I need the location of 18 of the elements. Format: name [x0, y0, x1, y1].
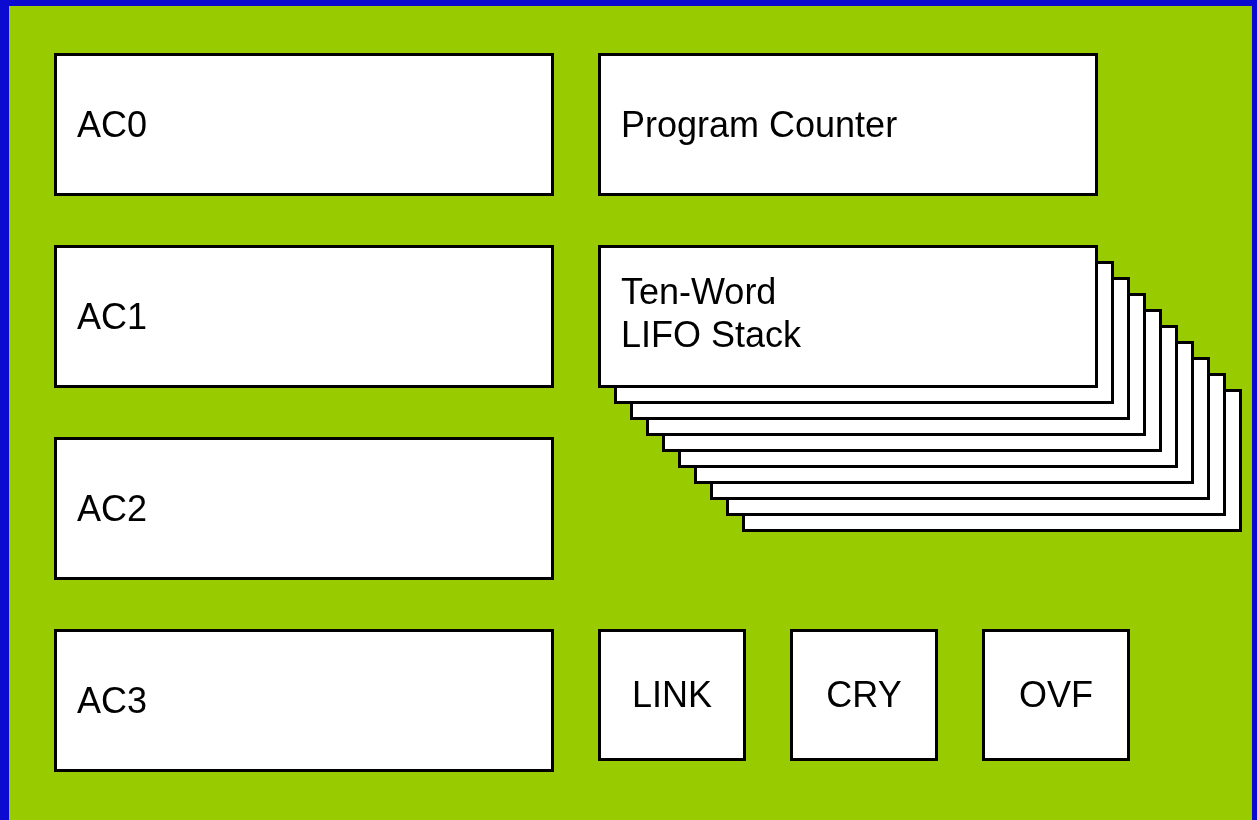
- register-label: Ten-Word LIFO Stack: [621, 270, 803, 357]
- register-box: [598, 629, 746, 761]
- register-box: [598, 53, 1098, 196]
- register-box: [54, 629, 554, 772]
- register-label: AC1: [77, 294, 148, 339]
- register-label: AC2: [77, 486, 148, 531]
- register-box: [54, 53, 554, 196]
- register-label: CRY: [826, 673, 902, 717]
- register-box: [982, 629, 1130, 761]
- register-label: Program Counter: [621, 102, 898, 147]
- register-label: OVF: [1019, 673, 1093, 717]
- register-box: [54, 437, 554, 580]
- register-label: LINK: [631, 673, 712, 717]
- register-label: AC3: [77, 678, 148, 723]
- register-label: AC0: [77, 102, 148, 147]
- register-box: [790, 629, 938, 761]
- register-box: [598, 245, 1098, 388]
- register-box: [54, 245, 554, 388]
